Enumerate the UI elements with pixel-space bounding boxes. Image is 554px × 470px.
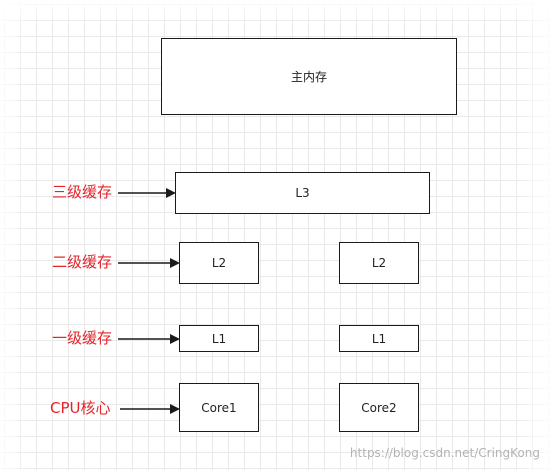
main-memory-label: 主内存 (290, 70, 327, 84)
l3-box-label: L3 (295, 186, 310, 200)
arrow-to-core (120, 404, 180, 414)
cpu-core-side-label: CPU核心 (50, 399, 111, 417)
watermark: https://blog.csdn.net/CringKong (349, 446, 540, 460)
l1-cache-box-left: L1 (179, 325, 259, 352)
l2-cache-box-left: L2 (179, 242, 259, 284)
l1-right-label: L1 (371, 331, 387, 346)
l2-cache-side-label: 二级缓存 (52, 253, 113, 271)
core1-label: Core1 (201, 400, 237, 415)
arrow-to-l1 (118, 334, 180, 344)
arrow-to-l2 (118, 258, 180, 268)
main-memory-box: 主内存 (161, 38, 457, 115)
core2-label: Core2 (361, 400, 397, 415)
l2-left-label: L2 (211, 256, 227, 270)
core2-box: Core2 (339, 383, 419, 432)
l3-cache-box: L3 (175, 172, 430, 214)
l1-left-label: L1 (211, 331, 227, 346)
l2-right-label: L2 (371, 256, 387, 270)
l3-cache-side-label: 三级缓存 (52, 183, 113, 201)
l1-cache-box-right: L1 (339, 325, 419, 352)
l1-cache-side-label: 一级缓存 (52, 329, 113, 347)
l2-cache-box-right: L2 (339, 242, 419, 284)
core1-box: Core1 (179, 383, 259, 432)
arrow-to-l3 (118, 188, 176, 198)
